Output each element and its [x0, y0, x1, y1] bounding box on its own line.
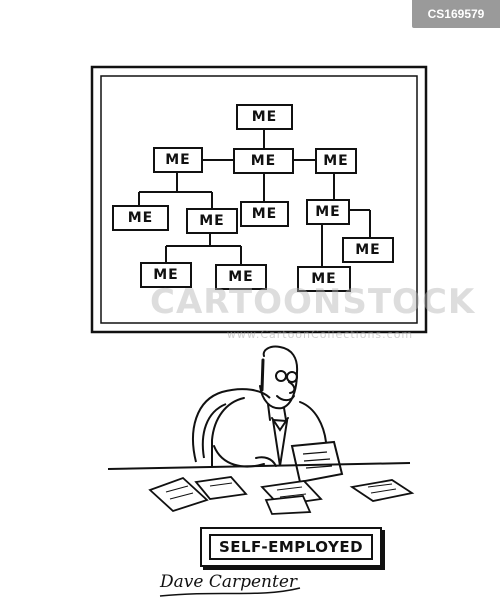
catalog-id-badge: CS169579 — [412, 0, 500, 28]
org-chart-box-staff-3: ME — [240, 201, 289, 227]
nameplate-label: SELF-EMPLOYED — [208, 534, 374, 560]
org-chart-box-staff-5: ME — [342, 237, 394, 263]
desk — [107, 462, 411, 470]
office-chair — [192, 388, 271, 463]
desk-nameplate: SELF-EMPLOYED — [200, 527, 382, 567]
held-paper — [290, 440, 344, 484]
org-chart-box-staff-4: ME — [306, 199, 350, 225]
artist-signature: Dave Carpenter — [160, 572, 298, 592]
wall-frame — [90, 65, 428, 334]
org-chart-lines — [138, 130, 371, 266]
desk-papers — [148, 476, 415, 515]
org-chart-box-left-manager: ME — [153, 147, 203, 173]
org-chart-box-center-manager: ME — [233, 148, 294, 174]
desk-paper-lines — [165, 482, 397, 500]
org-chart-box-top: ME — [236, 104, 293, 130]
org-chart-box-staff-1: ME — [112, 205, 169, 231]
org-chart-box-staff-6: ME — [140, 262, 192, 288]
org-chart-box-staff-8: ME — [297, 266, 351, 292]
signature-underline — [159, 587, 301, 597]
org-chart-box-right-manager: ME — [315, 148, 357, 174]
org-chart-box-staff-7: ME — [215, 264, 267, 290]
org-chart-box-staff-2: ME — [186, 208, 238, 234]
